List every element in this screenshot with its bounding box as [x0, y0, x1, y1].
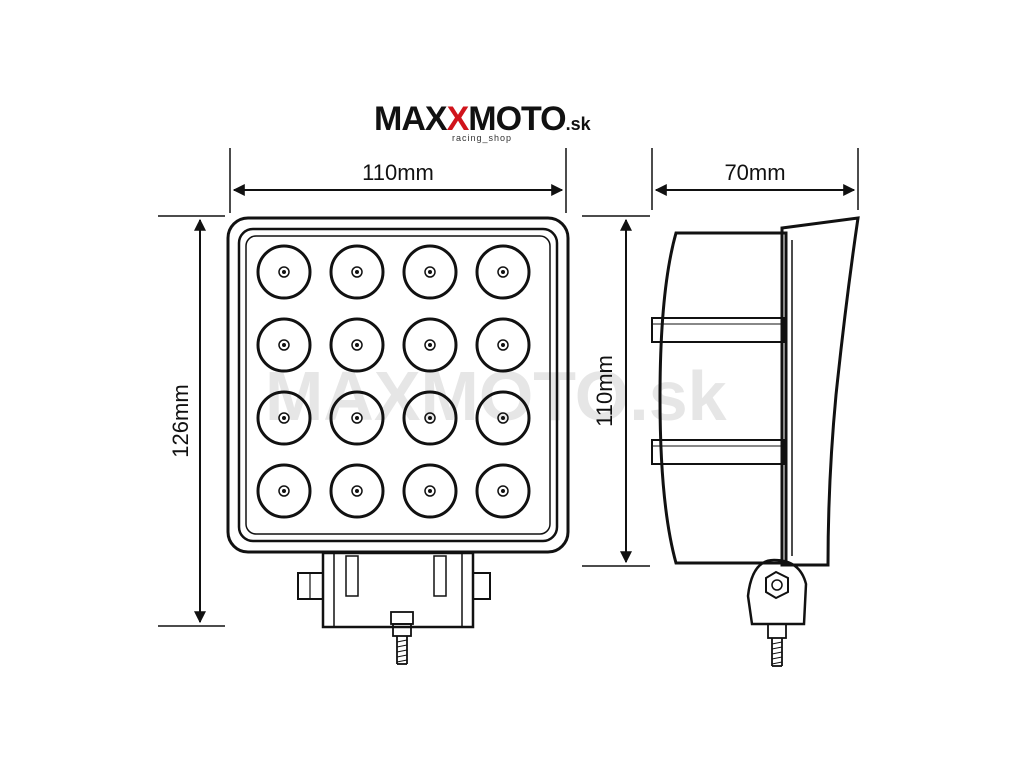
led-chip — [355, 343, 359, 347]
led-chip — [282, 270, 286, 274]
led-reflector — [402, 463, 458, 519]
bolt-thread — [396, 639, 408, 663]
led-chip-ring — [424, 339, 436, 351]
led-chip-ring — [424, 412, 436, 424]
lens-frame — [245, 235, 551, 535]
led — [402, 244, 458, 300]
led — [475, 390, 531, 446]
led-reflector — [329, 244, 385, 300]
led-chip — [501, 343, 505, 347]
led — [329, 390, 385, 446]
led-chip-ring — [351, 412, 363, 424]
front-view — [158, 148, 570, 665]
led-reflector — [256, 244, 312, 300]
led-chip — [355, 489, 359, 493]
logo-part-x: X — [447, 100, 470, 138]
led — [475, 317, 531, 373]
led-chip — [501, 489, 505, 493]
led-reflector — [256, 463, 312, 519]
led-reflector — [475, 390, 531, 446]
side-height-label: 110mm — [592, 355, 617, 427]
led-chip — [355, 416, 359, 420]
led-chip-ring — [497, 266, 509, 278]
led-reflector — [329, 390, 385, 446]
led-reflector — [329, 317, 385, 373]
logo-part-max: MAX — [374, 100, 448, 138]
led — [256, 317, 312, 373]
housing-inner — [237, 227, 559, 543]
led-reflector — [256, 317, 312, 373]
led-chip-ring — [497, 339, 509, 351]
front-height-label: 126mm — [168, 384, 193, 457]
led — [329, 244, 385, 300]
front-width-label: 110mm — [362, 160, 434, 185]
led-chip-ring — [278, 266, 290, 278]
logo-wordmark: MAXXMOTO.sk — [374, 100, 592, 138]
led-reflector — [475, 317, 531, 373]
side-depth-label: 70mm — [724, 160, 785, 185]
led — [256, 463, 312, 519]
side-front-lens-bezel — [780, 216, 860, 567]
led-chip — [501, 416, 505, 420]
logo-tagline: racing_shop — [452, 133, 512, 143]
led-chip-ring — [278, 339, 290, 351]
bolt-washer — [390, 611, 414, 625]
logo-part-tld: .sk — [566, 114, 592, 134]
led — [329, 317, 385, 373]
led — [475, 244, 531, 300]
led-reflector — [256, 390, 312, 446]
side-bolt-thread — [771, 641, 783, 665]
led-chip-ring — [351, 266, 363, 278]
side-strap-upper — [651, 317, 785, 343]
led-chip — [282, 489, 286, 493]
bracket-slot-left — [345, 555, 359, 597]
logo-part-moto: MOTO — [468, 100, 566, 138]
led-chip-ring — [278, 412, 290, 424]
led-chip-ring — [424, 266, 436, 278]
led — [329, 463, 385, 519]
led — [402, 390, 458, 446]
led — [402, 463, 458, 519]
side-bracket-nut-hole — [771, 579, 783, 591]
led-chip — [428, 489, 432, 493]
side-bolt-nut — [767, 623, 787, 639]
side-bracket-nut — [765, 570, 789, 600]
led-chip — [428, 270, 432, 274]
led-chip-ring — [497, 485, 509, 497]
led — [475, 463, 531, 519]
bracket-nut-right — [472, 572, 491, 600]
led-reflector — [402, 317, 458, 373]
led-reflector — [475, 463, 531, 519]
led-chip-ring — [278, 485, 290, 497]
led-chip-ring — [424, 485, 436, 497]
led-reflector — [402, 244, 458, 300]
led-chip — [428, 416, 432, 420]
bolt-nut — [392, 623, 412, 637]
bracket-slot-right — [433, 555, 447, 597]
side-housing-body — [658, 231, 788, 565]
side-bracket-ear — [746, 558, 808, 626]
led-chip-ring — [351, 339, 363, 351]
led-grid — [256, 244, 531, 519]
led — [256, 244, 312, 300]
led-chip — [282, 416, 286, 420]
led — [256, 390, 312, 446]
led-chip — [428, 343, 432, 347]
led-reflector — [402, 390, 458, 446]
led — [402, 317, 458, 373]
led-chip-ring — [497, 412, 509, 424]
led-chip — [501, 270, 505, 274]
led-reflector — [329, 463, 385, 519]
led-chip-ring — [351, 485, 363, 497]
led-chip — [282, 343, 286, 347]
side-view — [582, 148, 860, 667]
led-reflector — [475, 244, 531, 300]
side-strap-lower — [651, 439, 785, 465]
brand-logo: MAXXMOTO.sk racing_shop — [374, 100, 592, 143]
led-chip — [355, 270, 359, 274]
